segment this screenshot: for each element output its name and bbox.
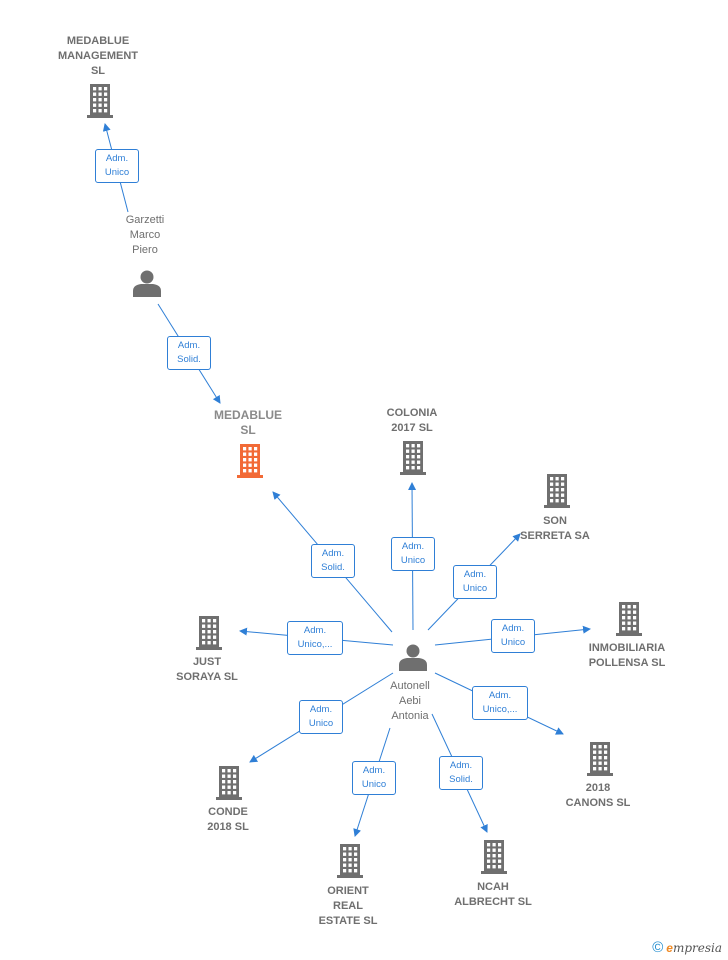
node-label-orient[interactable]: ORIENT REAL ESTATE SL xyxy=(318,885,378,927)
edge-label-autonell-to-inmobiliaria[interactable]: Adm. Unico xyxy=(491,619,535,653)
building-icon-canons[interactable] xyxy=(587,742,613,776)
edge-label-autonell-to-son-serreta[interactable]: Adm. Unico xyxy=(453,565,497,599)
node-label-inmobiliaria[interactable]: INMOBILIARIA POLLENSA SL xyxy=(588,642,666,669)
node-label-conde[interactable]: CONDE 2018 SL xyxy=(207,806,249,833)
edge-label-autonell-to-orient[interactable]: Adm. Unico xyxy=(352,761,396,795)
node-label-medablue[interactable]: MEDABLUE SL xyxy=(214,408,282,437)
node-label-ncah[interactable]: NCAH ALBRECHT SL xyxy=(454,881,532,908)
building-icon-inmobiliaria[interactable] xyxy=(616,602,642,636)
edge-label-autonell-to-ncah[interactable]: Adm. Solid. xyxy=(439,756,483,790)
node-label-colonia[interactable]: COLONIA 2017 SL xyxy=(386,407,438,434)
node-label-just-soraya[interactable]: JUST SORAYA SL xyxy=(176,656,238,683)
building-icon-just-soraya[interactable] xyxy=(196,616,222,650)
brand-logo-text: mpresia xyxy=(672,941,722,955)
node-label-autonell[interactable]: Autonell Aebi Antonia xyxy=(390,680,430,722)
building-icon-son-serreta[interactable] xyxy=(544,474,570,508)
edge-label-autonell-to-medablue[interactable]: Adm. Solid. xyxy=(311,544,355,578)
node-label-canons[interactable]: 2018 CANONS SL xyxy=(565,782,631,809)
building-icon-conde[interactable] xyxy=(216,766,242,800)
edge-label-garzetti-to-medablue-management[interactable]: Adm. Unico xyxy=(95,149,139,183)
copyright-footer: ©empresia xyxy=(652,939,722,956)
building-icon-medablue[interactable] xyxy=(237,444,263,478)
edge-label-autonell-to-colonia[interactable]: Adm. Unico xyxy=(391,537,435,571)
node-label-medablue-management[interactable]: MEDABLUE MANAGEMENT SL xyxy=(57,35,139,77)
person-icon-garzetti[interactable] xyxy=(133,270,161,298)
edge-label-autonell-to-just-soraya[interactable]: Adm. Unico,... xyxy=(287,621,343,655)
brand-logo-initial: e xyxy=(666,941,673,955)
building-icon-orient[interactable] xyxy=(337,844,363,878)
building-icon-ncah[interactable] xyxy=(481,840,507,874)
person-icon-autonell[interactable] xyxy=(399,644,427,672)
edge-label-garzetti-to-medablue[interactable]: Adm. Solid. xyxy=(167,336,211,370)
copyright-icon: © xyxy=(652,939,664,956)
node-label-son-serreta[interactable]: SON SERRETA SA xyxy=(520,515,590,542)
building-icon-medablue-management[interactable] xyxy=(87,84,113,118)
node-label-garzetti[interactable]: Garzetti Marco Piero xyxy=(125,214,165,256)
building-icon-colonia[interactable] xyxy=(400,441,426,475)
edge-label-autonell-to-canons[interactable]: Adm. Unico,... xyxy=(472,686,528,720)
edge-label-autonell-to-conde[interactable]: Adm. Unico xyxy=(299,700,343,734)
